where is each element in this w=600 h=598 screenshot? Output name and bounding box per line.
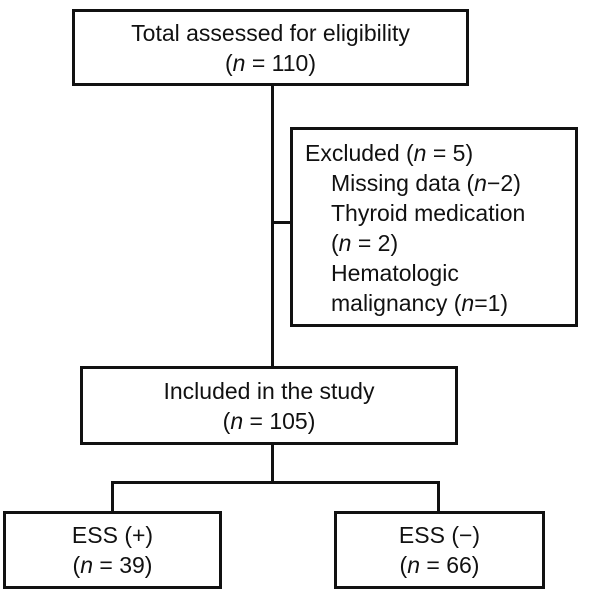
count-value: = 39): [93, 552, 153, 578]
paren-open: (: [72, 552, 81, 578]
excluded-reason-text: Hematologic: [331, 260, 459, 286]
paren-open: (: [222, 407, 231, 434]
count-value: =1): [474, 290, 509, 316]
excluded-reason-item: Thyroid medication: [305, 198, 565, 228]
node-ess-positive-count: (n = 39): [73, 550, 153, 580]
node-total-assessed-count: (n = 110): [225, 48, 316, 78]
excluded-reason-item: Hematologic: [305, 258, 565, 288]
node-ess-negative-label: ESS (−): [398, 522, 481, 548]
node-ess-negative-count: (n = 66): [400, 550, 480, 580]
node-included-label: Included in the study: [163, 377, 375, 404]
node-ess-positive-label: ESS (+): [71, 522, 154, 548]
connector-to-excluded: [271, 221, 293, 224]
excluded-reason-item: malignancy (n=1): [305, 288, 565, 318]
count-value: = 66): [420, 552, 480, 578]
node-included: Included in the study (n = 105): [80, 366, 458, 445]
excluded-reason-text: Missing data (: [331, 170, 475, 196]
n-symbol: n: [232, 49, 246, 76]
n-symbol: n: [230, 407, 244, 434]
node-excluded-heading: Excluded (n = 5): [305, 138, 565, 168]
node-total-assessed: Total assessed for eligibility (n = 110): [72, 9, 469, 86]
excluded-reason-text: malignancy (: [331, 290, 462, 316]
count-value: = 105): [243, 407, 316, 434]
n-symbol: n: [461, 290, 475, 316]
excluded-reason-item: Missing data (n−2): [305, 168, 565, 198]
n-symbol: n: [80, 552, 93, 578]
excluded-reason-item: (n = 2): [305, 228, 565, 258]
connector-to-ess-positive: [111, 481, 114, 514]
count-value: = 110): [245, 49, 316, 76]
connector-to-ess-negative: [437, 481, 440, 514]
n-symbol: n: [407, 552, 420, 578]
node-total-assessed-label: Total assessed for eligibility: [131, 19, 410, 46]
node-excluded-heading-text: Excluded (: [305, 140, 414, 166]
node-included-count: (n = 105): [223, 406, 316, 436]
n-symbol: n: [413, 140, 427, 166]
excluded-reason-text: Thyroid medication: [331, 200, 526, 226]
count-value: −2): [486, 170, 521, 196]
paren-open: (: [224, 49, 233, 76]
excluded-reason-text: (: [331, 230, 339, 256]
node-ess-negative: ESS (−) (n = 66): [334, 511, 545, 589]
n-symbol: n: [474, 170, 487, 196]
connector-split-bar: [111, 481, 440, 484]
count-value: = 2): [351, 230, 399, 256]
connector-included-to-split: [271, 445, 274, 484]
node-ess-positive: ESS (+) (n = 39): [3, 511, 222, 589]
connector-total-to-included: [271, 86, 274, 366]
node-excluded: Excluded (n = 5) Missing data (n−2) Thyr…: [290, 127, 578, 327]
paren-open: (: [399, 552, 408, 578]
count-value: = 5): [426, 140, 474, 166]
n-symbol: n: [338, 230, 352, 256]
